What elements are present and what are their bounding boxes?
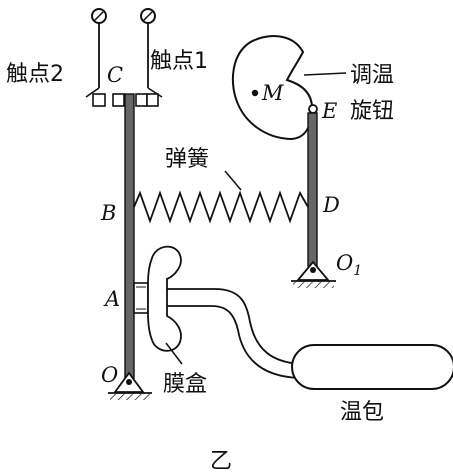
follower-roller-e	[308, 104, 318, 114]
pivot-o1	[291, 260, 336, 288]
membrane-leader	[165, 342, 183, 365]
label-point-e: E	[321, 99, 337, 123]
spring-leader	[224, 170, 242, 191]
label-temp-bulb: 温包	[340, 400, 384, 425]
contact-blocks	[92, 93, 159, 107]
follower-rod	[307, 112, 318, 267]
capillary-tube	[167, 288, 301, 365]
label-point-o1-sub: 1	[353, 263, 362, 279]
label-knob-line1: 调温	[350, 63, 394, 88]
label-knob-line2: 旋钮	[350, 99, 394, 124]
temp-bulb	[291, 344, 453, 390]
label-spring: 弹簧	[165, 147, 209, 172]
label-point-b: B	[100, 201, 116, 225]
label-point-a: A	[103, 287, 120, 311]
caption: 乙	[210, 449, 232, 474]
pivot-o	[108, 371, 152, 400]
label-point-m: M	[261, 81, 284, 105]
label-contact2: 触点2	[6, 62, 64, 87]
terminal-right	[140, 8, 163, 98]
label-point-c: C	[107, 63, 123, 87]
label-point-o1-main: O	[336, 251, 353, 275]
label-membrane-box: 膜盒	[163, 372, 207, 397]
main-lever	[124, 93, 135, 379]
knob-cam	[231, 35, 314, 141]
knob-center-m	[251, 89, 259, 97]
label-contact1: 触点1	[150, 49, 208, 74]
knob-leader	[303, 72, 347, 76]
capillary-tube-inner	[167, 305, 301, 379]
label-point-o1: O1	[336, 251, 362, 279]
label-point-o: O	[101, 363, 118, 387]
spring	[133, 190, 309, 224]
membrane-box	[133, 245, 182, 352]
label-point-d: D	[322, 193, 340, 217]
terminal-left	[85, 8, 107, 98]
